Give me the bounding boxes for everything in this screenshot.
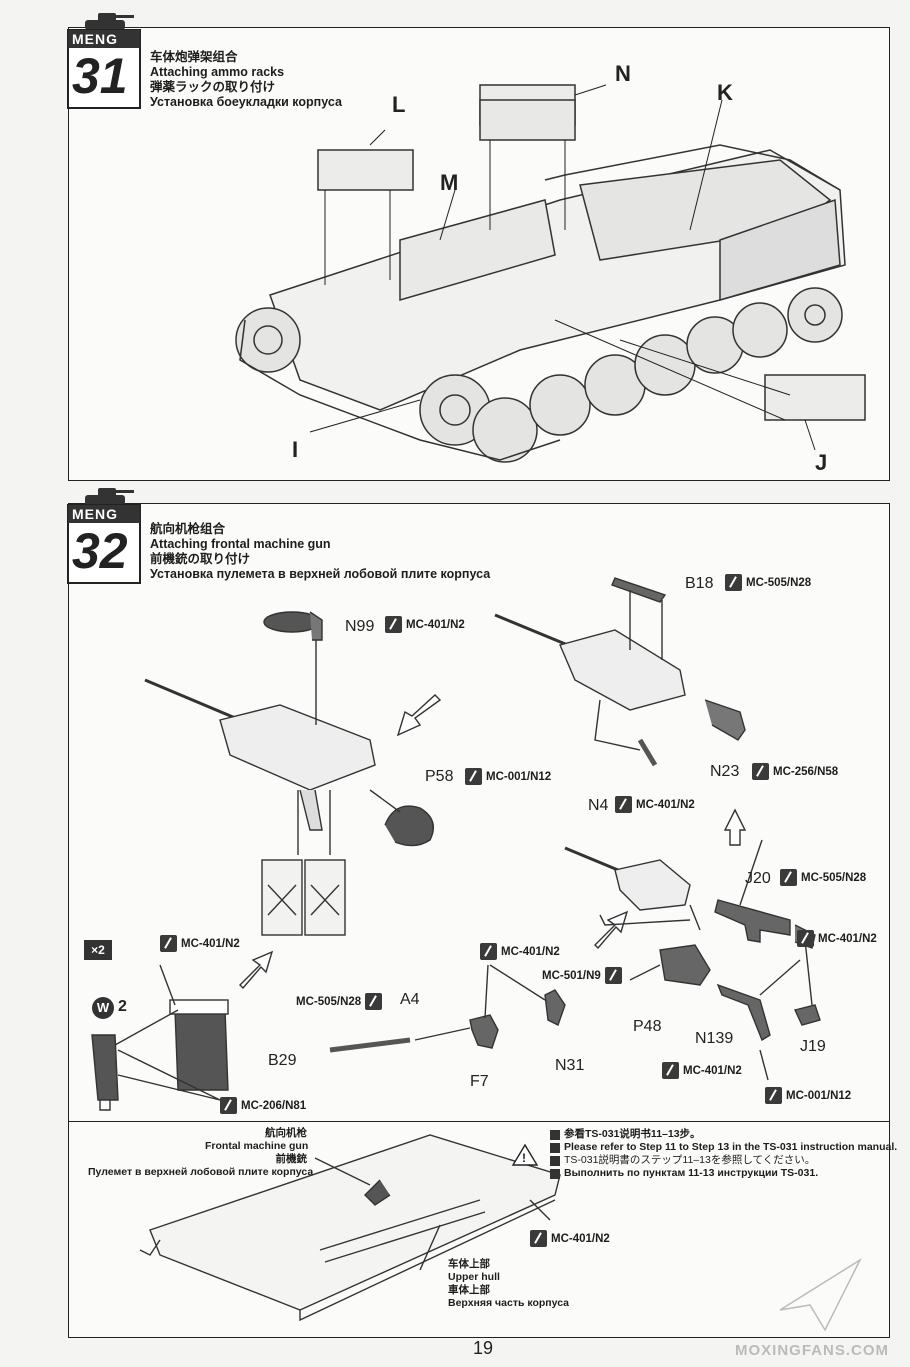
reference-note: 参看TS-031说明书11–13步。 Please refer to Step … [550,1128,897,1180]
paint-icon [365,993,383,1010]
paint-icon [220,1097,237,1114]
page-number: 19 [473,1338,494,1358]
weathering-icon: W [92,997,114,1019]
part-label-N139: N139 [695,1030,734,1047]
part-label-P58: P58 [425,768,454,785]
paint-icon [797,930,814,947]
title-en: Attaching frontal machine gun [150,537,331,551]
paint-n23: MC-256/N58 [752,763,838,780]
paint-left-top: MC-401/N2 [160,935,240,952]
mg-labels: 航向机枪 Frontal machine gun 前機銃 [205,1127,309,1165]
part-label-K: K [717,80,733,105]
lang-icon [550,1155,560,1166]
paint-icon [480,943,497,960]
qty-badge: ×2 [84,940,112,960]
part-label-N99: N99 [345,618,375,635]
paint-icon [765,1087,782,1104]
paint-n4: MC-401/N2 [615,796,695,813]
paint-icon [725,574,742,591]
paint-icon [160,935,177,952]
paint-n139a: MC-401/N2 [662,1062,742,1079]
paint-n139b: MC-001/N12 [765,1087,851,1104]
paint-icon [752,763,769,780]
title-jp: 弾薬ラックの取り付け [150,80,276,94]
part-label-N23: N23 [710,763,740,780]
part-label-J20: J20 [745,870,771,887]
part-label-N4: N4 [588,797,609,814]
step-32-title: 航向机枪组合 Attaching frontal machine gun 前機銃… [150,522,490,582]
paint-j20: MC-505/N28 [780,869,866,886]
title-ru: Установка пулемета в верхней лобовой пли… [150,567,491,581]
paint-upper-hull: MC-401/N2 [530,1230,610,1247]
paint-icon [385,616,402,633]
part-label-M: M [440,170,459,195]
weathering-number: 2 [118,998,127,1015]
step-31-brand: MENG [72,31,118,47]
paint-icon [662,1062,679,1079]
step-31-number: 31 [72,48,128,104]
paint-icon [604,967,622,984]
paint-a4: MC-505/N28 [296,993,383,1010]
paint-left-bottom: MC-206/N81 [220,1097,306,1114]
part-label-N31: N31 [555,1057,585,1074]
watermark: MOXINGFANS.COM [735,1342,890,1359]
title-cn: 航向机枪组合 [150,522,226,536]
title-jp: 前機銃の取り付け [150,552,251,566]
part-label-B18: B18 [685,575,714,592]
lang-icon [550,1168,560,1179]
paint-p48: MC-501/N9 [542,967,622,984]
step-32-number: 32 [72,523,128,579]
part-label-I: I [292,437,299,462]
paint-j20b: MC-401/N2 [797,930,877,947]
part-label-P48: P48 [633,1018,662,1035]
paint-icon [615,796,632,813]
paint-p58: MC-001/N12 [465,768,551,785]
mg-label-ru: Пулемет в верхней лобовой плите корпуса [88,1166,314,1178]
paint-icon [465,768,482,785]
part-label-F7: F7 [470,1073,489,1090]
title-cn: 车体炮弹架组合 [150,50,238,64]
step-32-brand: MENG [72,506,118,522]
paint-n99: MC-401/N2 [385,616,465,633]
part-label-L: L [392,92,406,117]
part-label-B29: B29 [268,1052,297,1069]
part-label-A4: A4 [400,991,420,1008]
title-en: Attaching ammo racks [150,65,285,79]
lang-icon [550,1129,560,1140]
step-32-panel [68,503,890,1123]
paint-b18: MC-505/N28 [725,574,811,591]
step-31-title: 车体炮弹架组合 Attaching ammo racks 弾薬ラックの取り付け … [150,50,342,110]
hull-labels: 车体上部 Upper hull 車体上部 Верхняя часть корпу… [448,1258,570,1309]
paint-f7: MC-401/N2 [480,943,560,960]
lang-icon [550,1142,560,1153]
part-label-J: J [815,450,828,475]
part-label-J19: J19 [800,1038,826,1055]
part-label-N: N [615,61,631,86]
title-ru: Установка боеукладки корпуса [150,95,342,109]
paint-icon [780,869,797,886]
paint-icon [530,1230,547,1247]
